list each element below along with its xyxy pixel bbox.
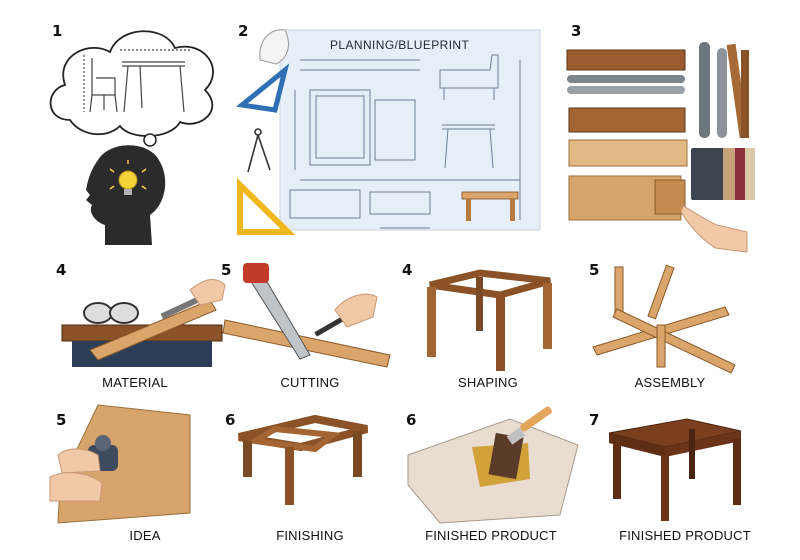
step-number: 4 bbox=[56, 261, 67, 279]
step-cutting: 5 CUTTING bbox=[215, 255, 405, 405]
material-illustration bbox=[61, 279, 226, 367]
step-number: 2 bbox=[238, 22, 249, 40]
step-assembly: 5 ASSEMBLY bbox=[585, 255, 785, 405]
step-number: 1 bbox=[52, 22, 63, 40]
step-finished-product-2: 7 FINISHED PRODUCT bbox=[585, 405, 785, 555]
step-label: CUTTING bbox=[280, 375, 340, 390]
brushing-illustration bbox=[407, 406, 579, 524]
step-number: 5 bbox=[221, 261, 232, 279]
step-label: FINISHED PRODUCT bbox=[619, 528, 751, 543]
step-label: FINISHING bbox=[276, 528, 344, 543]
cutting-illustration bbox=[222, 263, 391, 368]
blueprint-title: PLANNING/BLUEPRINT bbox=[330, 38, 470, 52]
triangle-ruler-icon bbox=[237, 177, 296, 235]
blueprint-drawing bbox=[236, 29, 541, 235]
step-number: 5 bbox=[589, 261, 600, 279]
step-number: 3 bbox=[571, 22, 582, 40]
step-label: MATERIAL bbox=[102, 375, 168, 390]
sanding-illustration bbox=[49, 404, 191, 524]
materials-panel: 3 bbox=[555, 0, 800, 255]
assembly-illustration bbox=[592, 264, 736, 374]
step-finishing: 6 FINISHING bbox=[215, 405, 405, 555]
step-idea: 5 IDEA bbox=[40, 404, 230, 555]
idea-panel: 1 bbox=[0, 0, 230, 255]
bench-frame-illustration bbox=[238, 414, 369, 505]
step-number: 5 bbox=[56, 411, 67, 429]
set-square-icon bbox=[236, 63, 290, 113]
thought-cloud-illustration bbox=[49, 30, 214, 245]
table-frame-illustration bbox=[427, 269, 552, 371]
step-number: 6 bbox=[225, 411, 236, 429]
step-number: 7 bbox=[589, 411, 600, 429]
compass-icon bbox=[247, 128, 271, 173]
step-number: 4 bbox=[402, 261, 413, 279]
step-shaping: 4 SHAPING bbox=[400, 255, 590, 405]
step-number: 6 bbox=[406, 411, 417, 429]
step-label: ASSEMBLY bbox=[634, 375, 706, 390]
step-label: IDEA bbox=[129, 528, 161, 543]
step-label: FINISHED PRODUCT bbox=[425, 528, 557, 543]
step-label: SHAPING bbox=[458, 375, 518, 390]
materials-illustration bbox=[566, 42, 755, 253]
blueprint-panel: 2 bbox=[230, 0, 550, 255]
step-material: 4 MATERIAL bbox=[40, 255, 230, 405]
step-finished-product-1: 6 FINISHED PRODUCT bbox=[400, 405, 590, 555]
finished-table-illustration bbox=[608, 418, 742, 521]
